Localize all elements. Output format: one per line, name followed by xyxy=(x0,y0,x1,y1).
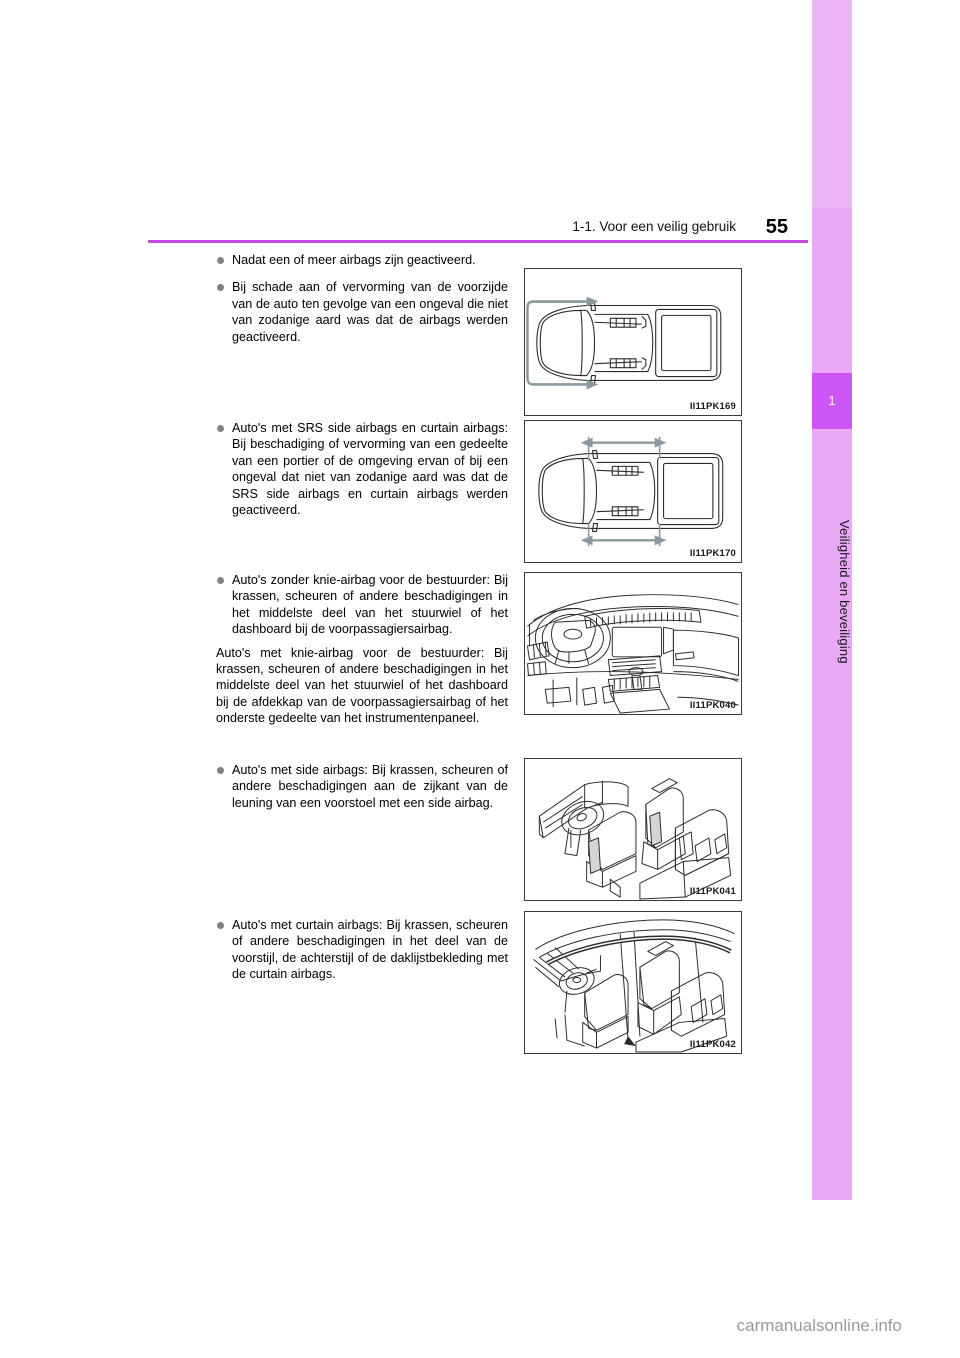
figure-dashboard: II11PK040 xyxy=(524,572,742,715)
para-with-knee-airbag: Auto's met knie-airbag voor de bestuurde… xyxy=(216,645,508,726)
figure-truck-front-drawing xyxy=(526,296,722,390)
bullet-srs-side-curtain: Auto's met SRS side airbags en curtain a… xyxy=(216,420,508,518)
content-block-2: Auto's met SRS side airbags en curtain a… xyxy=(216,420,776,572)
figure-truck-front: II11PK169 xyxy=(524,268,742,416)
breadcrumb: 1-1. Voor een veilig gebruik xyxy=(572,219,736,234)
chapter-number-tab: 1 xyxy=(812,373,852,429)
text-column-4: Auto's met side airbags: Bij krassen, sc… xyxy=(216,762,508,811)
page-number: 55 xyxy=(765,216,788,238)
figure-curtain-drawing xyxy=(533,919,735,1053)
bullet-airbags-activated: Nadat een of meer airbags zijn geactivee… xyxy=(216,252,508,268)
content-block-1: Nadat een of meer airbags zijn geactivee… xyxy=(216,252,776,420)
figure-code: II11PK170 xyxy=(689,548,736,559)
figure-truck-sides: II11PK170 xyxy=(524,420,742,563)
bullet-curtain-airbags: Auto's met curtain airbags: Bij krassen,… xyxy=(216,917,508,983)
figure-code: II11PK041 xyxy=(689,886,736,897)
chapter-name-vertical: Veiligheid en beveiliging xyxy=(837,520,852,664)
page-header: 1-1. Voor een veilig gebruik 55 xyxy=(148,206,788,240)
text-column-2: Auto's met SRS side airbags en curtain a… xyxy=(216,420,508,518)
figure-code: II11PK040 xyxy=(689,700,736,711)
figure-curtain: II11PK042 xyxy=(524,911,742,1054)
figure-seats-side-drawing xyxy=(538,778,732,900)
content-block-5: Auto's met curtain airbags: Bij krassen,… xyxy=(216,911,776,1077)
bullet-without-knee-airbag: Auto's zonder knie-airbag voor de bestuu… xyxy=(216,572,508,638)
content-block-4: Auto's met side airbags: Bij krassen, sc… xyxy=(216,758,776,917)
figure-code: II11PK042 xyxy=(689,1039,736,1050)
figure-code: II11PK169 xyxy=(689,401,736,412)
page-content: Nadat een of meer airbags zijn geactivee… xyxy=(216,252,776,1082)
text-column-3: Auto's zonder knie-airbag voor de bestuu… xyxy=(216,572,508,727)
watermark: carmanualsonline.info xyxy=(736,1316,902,1335)
figure-truck-sides-drawing xyxy=(538,436,724,547)
text-column-1: Nadat een of meer airbags zijn geactivee… xyxy=(216,252,508,345)
bullet-front-damage: Bij schade aan of vervorming van de voor… xyxy=(216,279,508,345)
figure-seats-side: II11PK041 xyxy=(524,758,742,901)
figure-dashboard-drawing xyxy=(527,594,739,714)
text-column-5: Auto's met curtain airbags: Bij krassen,… xyxy=(216,917,508,983)
content-block-3: Auto's zonder knie-airbag voor de bestuu… xyxy=(216,572,776,762)
header-divider xyxy=(148,240,808,243)
bullet-side-airbags: Auto's met side airbags: Bij krassen, sc… xyxy=(216,762,508,811)
